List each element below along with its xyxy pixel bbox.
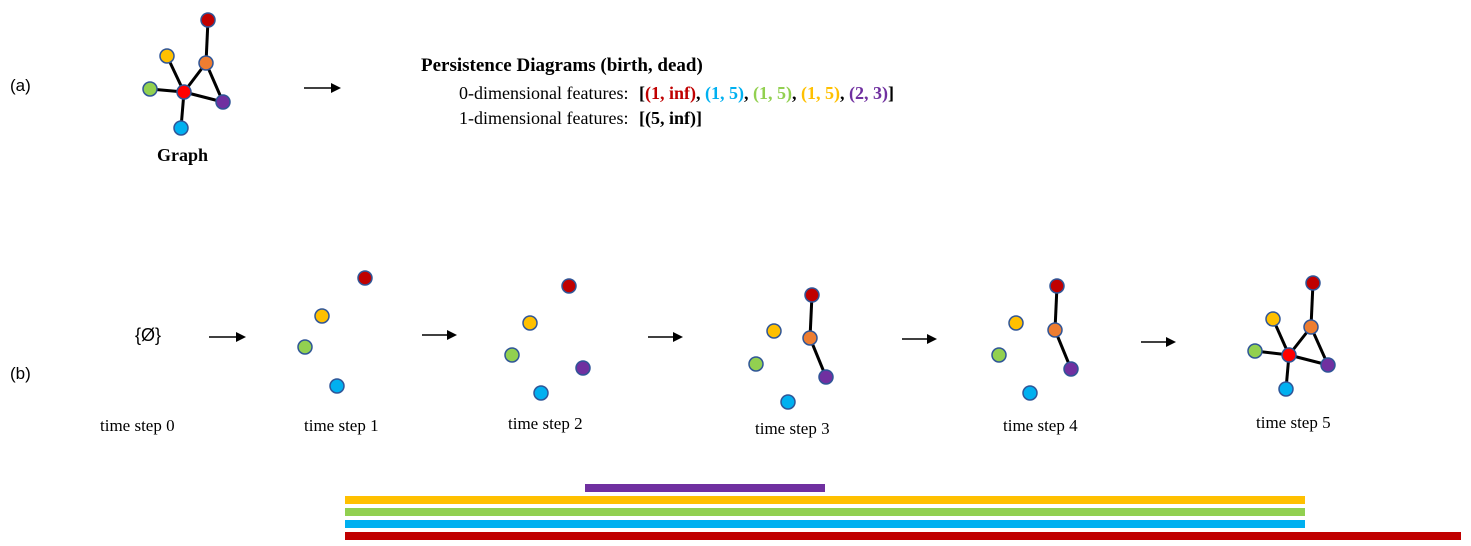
node-green <box>748 356 764 372</box>
node-center-red <box>176 84 192 100</box>
node-green <box>297 339 313 355</box>
dim0-feature-4: (2, 3) <box>848 83 888 103</box>
dim0-feature-2: (1, 5) <box>752 83 792 103</box>
persistence-diagram-title: Persistence Diagrams (birth, dead) <box>421 55 703 76</box>
arrow-icon <box>1141 337 1176 347</box>
graph-step-2 <box>504 278 591 401</box>
arrow-icon <box>304 83 341 93</box>
node-red <box>357 270 373 286</box>
time-step-0-label: time step 0 <box>100 416 175 435</box>
node-green <box>142 81 158 97</box>
node-yellow <box>766 323 782 339</box>
dim1-features: [(5, inf)] <box>638 108 702 128</box>
node-purple <box>215 94 231 110</box>
node-yellow <box>1265 311 1281 327</box>
node-orange <box>1303 319 1319 335</box>
node-green <box>991 347 1007 363</box>
graph-step-3 <box>748 287 834 410</box>
dim0-feature-1: (1, 5) <box>704 83 744 103</box>
node-yellow <box>1008 315 1024 331</box>
dim1-feature-0: (5, inf) <box>644 108 696 128</box>
dim0-feature-3: (1, 5) <box>800 83 840 103</box>
bar-green <box>345 508 1305 516</box>
node-blue <box>533 385 549 401</box>
node-yellow <box>314 308 330 324</box>
node-blue <box>329 378 345 394</box>
node-purple <box>575 360 591 376</box>
bar-purple <box>585 484 825 492</box>
dim1-label: 1-dimensional features: <box>459 108 629 128</box>
dim1-row: 1-dimensional features: [(5, inf)] <box>459 108 702 129</box>
dim0-feature-0: (1, inf) <box>644 83 696 103</box>
panel-b-label: (b) <box>10 364 31 383</box>
empty-set: {Ø} <box>135 325 162 345</box>
dim0-features: [(1, inf), (1, 5), (1, 5), (1, 5), (2, 3… <box>638 83 894 103</box>
graph-step-4 <box>991 278 1079 401</box>
node-blue <box>173 120 189 136</box>
node-purple <box>1320 357 1336 373</box>
node-red <box>804 287 820 303</box>
node-orange <box>198 55 214 71</box>
node-red <box>200 12 216 28</box>
graph-a <box>142 12 231 136</box>
graph-step-1 <box>297 270 373 394</box>
arrow-icon <box>209 332 246 342</box>
panel-a-label: (a) <box>10 76 31 95</box>
node-orange <box>1047 322 1063 338</box>
node-orange <box>802 330 818 346</box>
time-step-2-label: time step 2 <box>508 414 583 433</box>
time-step-3-label: time step 3 <box>755 419 830 438</box>
node-red <box>1305 275 1321 291</box>
node-red <box>561 278 577 294</box>
time-step-5-label: time step 5 <box>1256 413 1331 432</box>
node-blue <box>1278 381 1294 397</box>
node-green <box>504 347 520 363</box>
dim0-label: 0-dimensional features: <box>459 83 629 103</box>
node-blue <box>1022 385 1038 401</box>
bar-red <box>345 532 1461 540</box>
arrow-icon <box>902 334 937 344</box>
node-purple <box>818 369 834 385</box>
barcode <box>345 484 1461 540</box>
graph-caption: Graph <box>157 145 209 165</box>
time-step-4-label: time step 4 <box>1003 416 1078 435</box>
bar-blue <box>345 520 1305 528</box>
time-step-1-label: time step 1 <box>304 416 379 435</box>
node-blue <box>780 394 796 410</box>
node-red <box>1049 278 1065 294</box>
dim0-row: 0-dimensional features: [(1, inf), (1, 5… <box>459 83 894 104</box>
node-center-red <box>1281 347 1297 363</box>
graph-step-5 <box>1247 275 1336 397</box>
arrow-icon <box>648 332 683 342</box>
node-purple <box>1063 361 1079 377</box>
arrow-icon <box>422 330 457 340</box>
node-yellow <box>522 315 538 331</box>
bar-yellow <box>345 496 1305 504</box>
node-yellow <box>159 48 175 64</box>
node-green <box>1247 343 1263 359</box>
